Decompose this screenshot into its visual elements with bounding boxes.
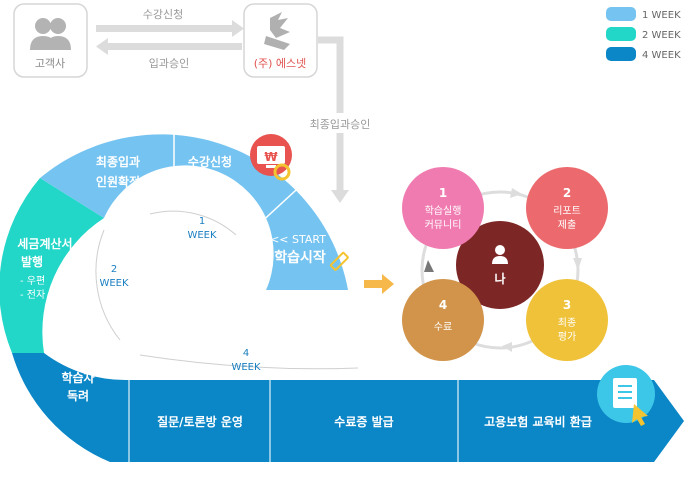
week1-num: 1: [199, 216, 205, 227]
node2-line2: 제출: [558, 219, 576, 231]
won-monitor-icon: ₩: [250, 134, 292, 181]
company-label: (주) 에스넷: [254, 57, 307, 70]
center-label: 나: [494, 271, 505, 286]
refund-label: 고용보험 교육비 환급: [484, 414, 592, 429]
center-circle: [456, 221, 544, 309]
arrow-approve: 입과승인: [96, 38, 242, 70]
legend-label-3: 4 WEEK: [642, 50, 681, 61]
document-click-icon: [597, 365, 655, 426]
arrow-to-cycle: [364, 274, 394, 294]
company-box: (주) 에스넷: [243, 3, 318, 78]
cycle-node-1: 1 학습실행 커뮤니티: [402, 167, 484, 249]
final-approval-label: 최종입과승인: [310, 118, 371, 131]
final-confirm-line2: 인원확정: [96, 174, 140, 189]
cycle-node-4: 4 수료: [402, 279, 484, 361]
node1-line2: 커뮤니티: [425, 219, 462, 231]
legend-label-1: 1 WEEK: [642, 10, 681, 21]
arrow-apply: 수강신청: [96, 8, 244, 37]
svg-text:₩: ₩: [264, 150, 278, 164]
week2-num: 2: [111, 264, 117, 275]
client-box: 고객사: [13, 3, 88, 78]
week2-label: WEEK: [99, 278, 129, 289]
client-label: 고객사: [35, 57, 65, 70]
legend-swatch-2: [606, 27, 636, 41]
invoice-item-2: - 전자: [20, 289, 45, 301]
node1-line1: 학습실행: [425, 205, 462, 217]
node2-num: 2: [563, 186, 571, 200]
node3-num: 3: [563, 298, 571, 312]
invoice-title-line1: 세금계산서: [17, 236, 72, 251]
apply-label: 수강신청: [143, 8, 183, 21]
node2-line1: 리포트: [553, 205, 581, 217]
node3-line2: 평가: [558, 331, 576, 343]
people-icon: [30, 18, 71, 50]
week4-label: WEEK: [231, 362, 261, 373]
qa-label: 질문/토론방 운영: [157, 414, 243, 429]
certificate-label: 수료증 발급: [334, 414, 393, 429]
company-logo-icon: [264, 12, 290, 50]
start-small: << START: [270, 233, 326, 246]
cycle: 나 1 학습실행 커뮤니티 2 리포트 제출 3 최종 평가 4 수료: [402, 167, 608, 361]
week1-label: WEEK: [187, 230, 217, 241]
invoice-title-line2: 발행: [21, 254, 43, 269]
band-2week: [0, 178, 104, 353]
cycle-node-2: 2 리포트 제출: [526, 167, 608, 249]
pencil-icon: [329, 251, 349, 271]
node3-line1: 최종: [558, 317, 576, 329]
node4-line1: 수료: [434, 321, 452, 333]
node4-num: 4: [439, 298, 447, 312]
cancel-line1: 수강신청: [188, 154, 232, 169]
encourage-line2: 독려: [67, 388, 89, 403]
arrow-final-approval: 최종입과승인: [306, 36, 374, 203]
guide-2week: [95, 229, 121, 341]
encourage-line1: 학습자: [61, 370, 94, 385]
final-confirm-line1: 최종입과: [96, 154, 140, 169]
legend: 1 WEEK 2 WEEK 4 WEEK: [606, 7, 681, 61]
legend-swatch-1: [606, 7, 636, 21]
cycle-node-3: 3 최종 평가: [526, 279, 608, 361]
legend-swatch-3: [606, 47, 636, 61]
approve-label: 입과승인: [149, 57, 189, 70]
guide-4week: [139, 354, 359, 370]
node1-num: 1: [439, 186, 447, 200]
person-icon: [492, 245, 508, 264]
band-4week: [12, 353, 684, 462]
start-big: 학습시작: [274, 249, 326, 266]
guide-1week: [149, 210, 237, 236]
cancel-line2: 취소가능: [188, 174, 232, 189]
invoice-item-1: - 우편: [20, 275, 45, 287]
legend-label-2: 2 WEEK: [642, 30, 681, 41]
week4-num: 4: [243, 348, 249, 359]
